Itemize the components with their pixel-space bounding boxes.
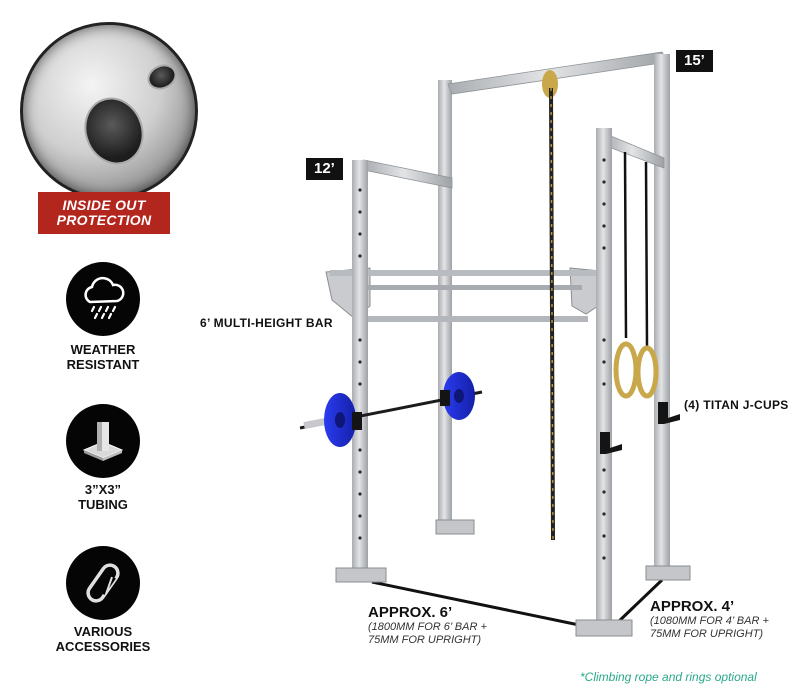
multi-height-bar-callout: 6’ MULTI-HEIGHT BAR: [200, 316, 333, 330]
width-dimension-label: APPROX. 6’ (1800MM FOR 6’ BAR + 75MM FOR…: [368, 604, 487, 646]
height-tag-15ft: 15’: [676, 50, 713, 72]
tubing-size-label: 3”X3” TUBING: [78, 482, 128, 512]
inside-out-protection-label: INSIDE OUT PROTECTION: [38, 192, 170, 234]
carabiner-icon: [66, 546, 140, 620]
optional-accessories-note: *Climbing rope and rings optional: [580, 670, 757, 684]
front-right-upright: [575, 128, 680, 637]
base-plate-icon: [66, 404, 140, 478]
back-right-upright: [645, 54, 691, 581]
depth-dimension-line: [614, 578, 664, 626]
climbing-rope: [542, 70, 558, 541]
front-left-upright: [335, 160, 387, 583]
back-left-upright: [435, 80, 475, 535]
top-crossbeam: [447, 51, 669, 95]
jcups-callout: (4) TITAN J-CUPS: [684, 398, 789, 412]
inside-out-protection-photo: [20, 22, 198, 200]
depth-dimension-label: APPROX. 4’ (1080MM FOR 4’ BAR + 75MM FOR…: [650, 598, 769, 640]
multi-height-bar: [325, 267, 611, 322]
barbell: [299, 372, 483, 447]
width-dimension-line: [371, 580, 585, 628]
weather-resistant-label: WEATHER RESISTANT: [66, 342, 140, 372]
height-tag-12ft: 12’: [306, 158, 343, 180]
rain-cloud-icon: [66, 262, 140, 336]
gymnastic-rings: [613, 151, 659, 399]
various-accessories-label: VARIOUS ACCESSORIES: [55, 624, 151, 654]
